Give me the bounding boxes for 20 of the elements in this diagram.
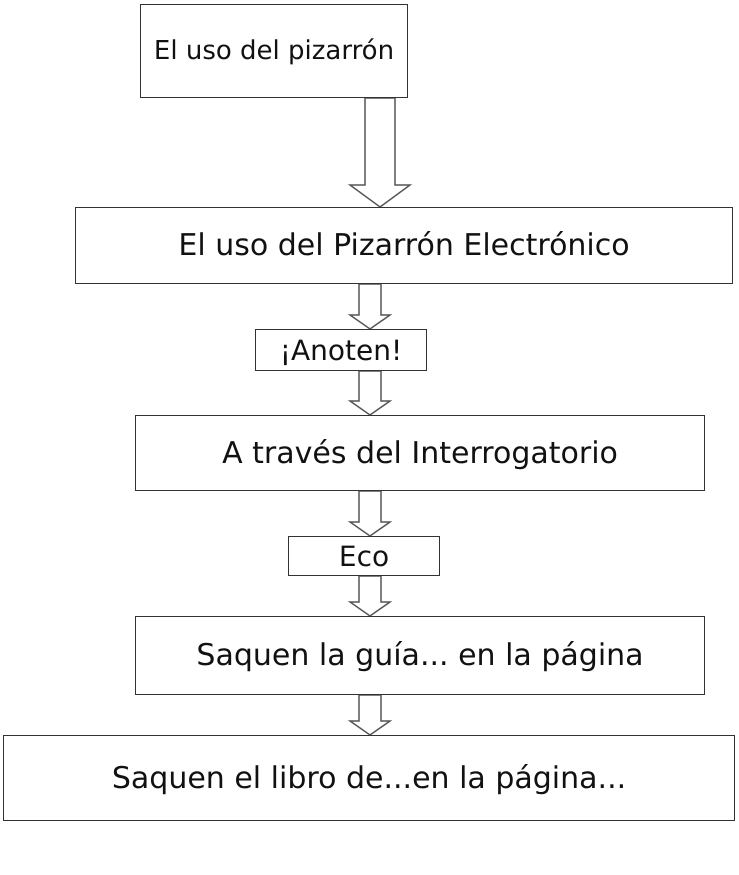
block-arrow — [348, 694, 392, 736]
block-arrow — [348, 97, 412, 208]
box-label: El uso del Pizarrón Electrónico — [178, 228, 630, 263]
process-box — [75, 207, 733, 284]
box-label: El uso del pizarrón — [154, 36, 394, 66]
block-arrow — [348, 283, 392, 330]
box-label: Eco — [338, 540, 390, 572]
block-arrow — [348, 575, 392, 617]
block-arrow — [348, 490, 392, 537]
box-label: Saquen el libro de...en la página... — [112, 760, 626, 796]
process-box — [135, 415, 705, 491]
process-box — [255, 329, 427, 371]
process-box — [135, 616, 705, 695]
process-box — [140, 4, 408, 98]
process-box — [288, 536, 440, 576]
block-arrow — [348, 370, 392, 416]
box-label: A través del Interrogatorio — [222, 436, 618, 470]
box-label: Saquen la guía... en la página — [196, 638, 644, 673]
box-label: ¡Anoten! — [280, 334, 402, 366]
process-box — [3, 735, 735, 821]
